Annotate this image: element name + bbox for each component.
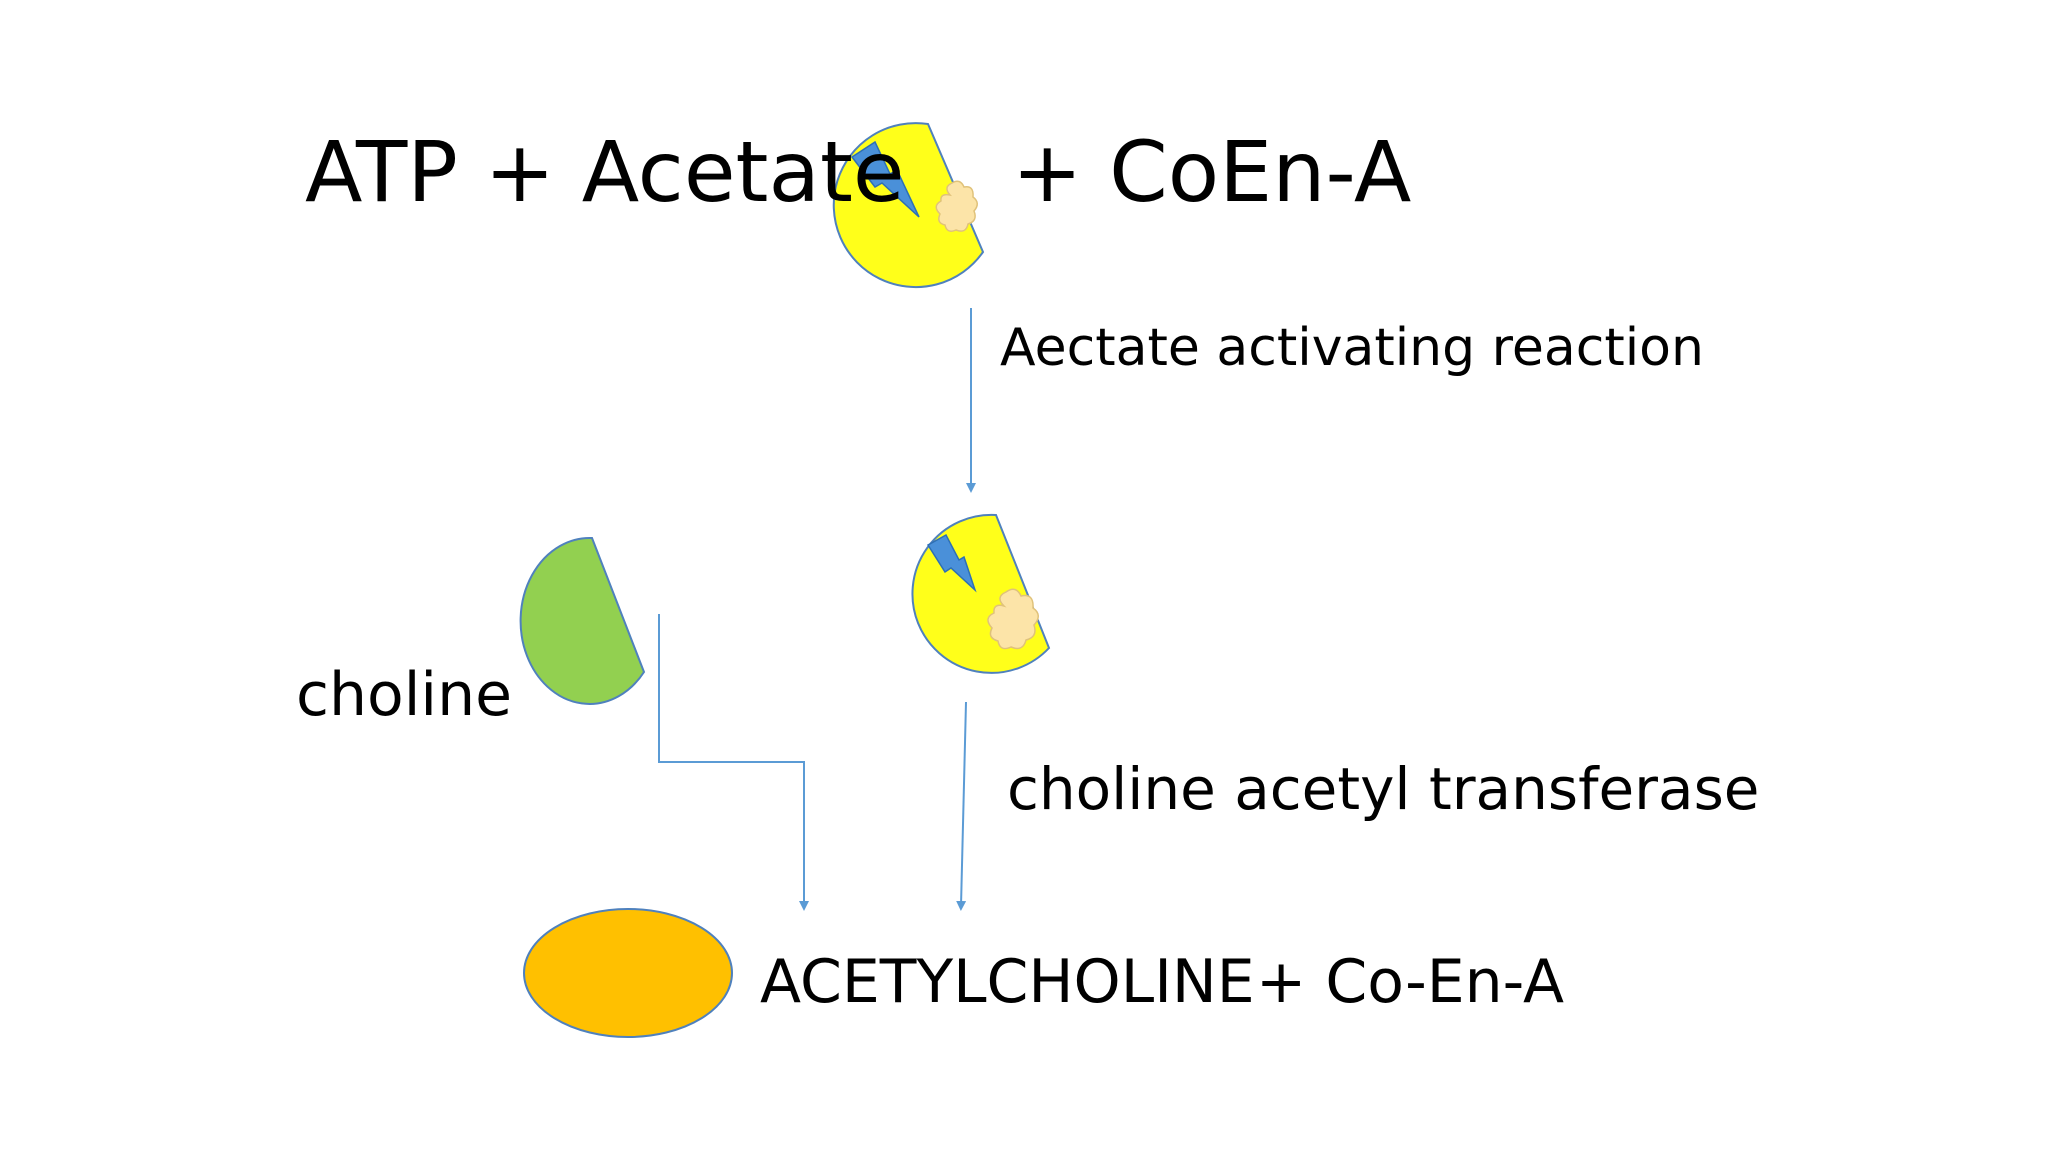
lightning-icon (926, 533, 977, 593)
choline-label: choline (296, 660, 513, 730)
transferase-step-label: choline acetyl transferase (1007, 755, 1760, 823)
acetate-blob-icon (987, 588, 1039, 650)
reactants-label: ATP + Acetate (305, 123, 905, 221)
product-label: ACETYLCHOLINE (760, 947, 1255, 1017)
arrow-choline (658, 614, 809, 911)
acetate-blob-icon (935, 180, 978, 232)
choline-shape (519, 536, 646, 705)
acetylcholine-shape (523, 908, 733, 1038)
activation-step-label: Aectate activating reaction (1000, 318, 1704, 378)
product-coenzyme-label: + Co-En-A (1256, 947, 1565, 1017)
arrow-transferase (956, 701, 967, 911)
enzyme-middle-shape (911, 513, 1051, 674)
coenzyme-label: + CoEn-A (1012, 123, 1412, 221)
lightning-icon (850, 140, 920, 218)
enzyme-top-shape (832, 122, 985, 289)
